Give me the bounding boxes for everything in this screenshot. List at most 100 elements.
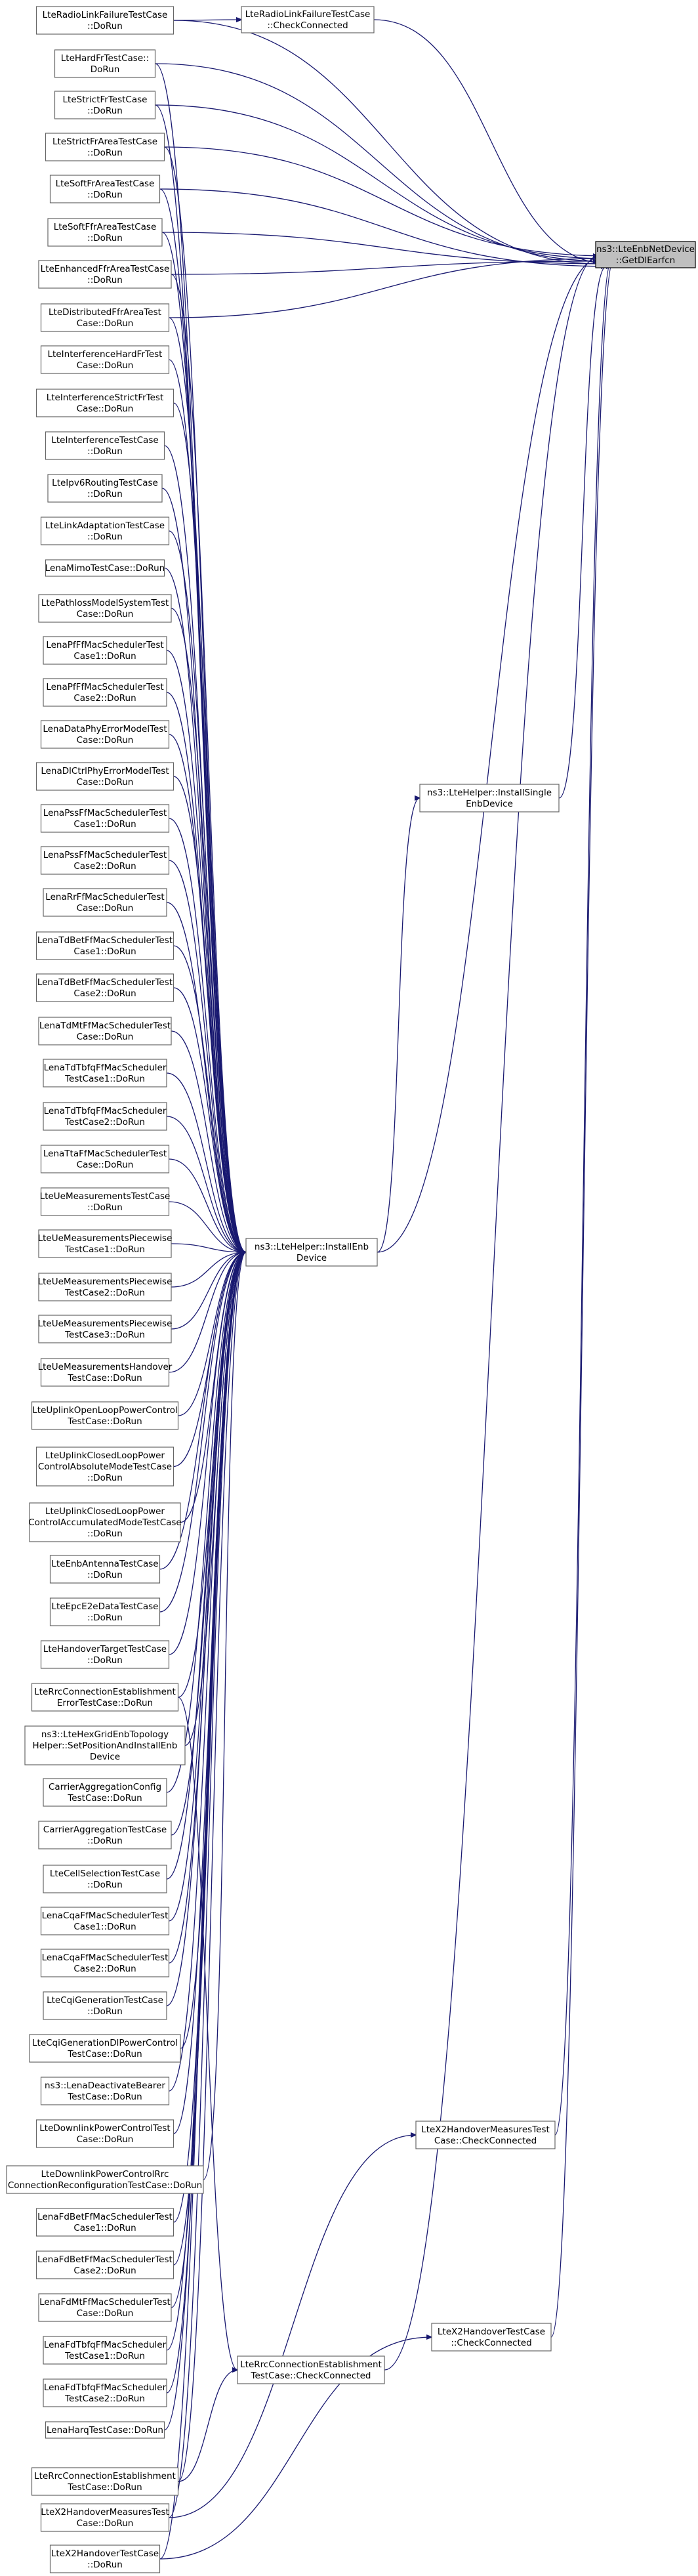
edge-c5-to-installEnb (161, 232, 246, 1252)
node-c34[interactable]: LteUplinkClosedLoopPowerControlAbsoluteM… (35, 1446, 174, 1487)
node-box (40, 846, 170, 875)
node-c30[interactable]: LteUeMeasurementsPiecewiseTestCase2::DoR… (38, 1273, 173, 1301)
node-box (35, 931, 174, 960)
node-c50[interactable]: LteDownlinkPowerControlRrcConnectionReco… (6, 2165, 204, 2194)
node-label-line: ::DoRun (87, 190, 123, 200)
edge-path (166, 1252, 246, 2394)
node-rrcCheck[interactable]: LteRrcConnectionEstablishmentTestCase::C… (237, 2355, 385, 2384)
node-label-line: LteHardFrTestCase:: (61, 53, 149, 64)
node-c12[interactable]: LteLinkAdaptationTestCase::DoRun (40, 517, 170, 545)
node-c1[interactable]: LteHardFrTestCase::DoRun (54, 49, 156, 78)
node-c40[interactable]: ns3::LteHexGridEnbTopologyHelper::SetPos… (24, 1725, 186, 1765)
node-label-line: LenaTdTbfqFfMacScheduler (44, 1106, 167, 1116)
node-c37[interactable]: LteEpcE2eDataTestCase::DoRun (49, 1597, 161, 1626)
node-c42[interactable]: CarrierAggregationTestCase::DoRun (38, 1821, 172, 1849)
node-c38[interactable]: LteHandoverTargetTestCase::DoRun (40, 1640, 170, 1669)
node-x2Check[interactable]: LteX2HandoverTestCase::CheckConnected (431, 2323, 552, 2352)
node-label-line: ::DoRun (87, 1202, 123, 1213)
node-c31[interactable]: LteUeMeasurementsPiecewiseTestCase3::DoR… (38, 1315, 173, 1343)
node-label-line: ::DoRun (87, 233, 123, 243)
node-box (237, 2355, 385, 2384)
node-c5[interactable]: LteSoftFfrAreaTestCase::DoRun (47, 218, 163, 247)
edge-path (377, 256, 604, 1253)
edge-path (203, 1252, 246, 2180)
node-label-line: Case::DoRun (77, 777, 134, 788)
node-c0[interactable]: LteRadioLinkFailureTestCase::DoRun (35, 6, 174, 35)
node-c13[interactable]: LenaMimoTestCase::DoRun (45, 559, 165, 577)
node-c57[interactable]: LteRrcConnectionEstablishmentTestCase::D… (31, 2467, 179, 2496)
node-c56[interactable]: LenaHarqTestCase::DoRun (45, 2421, 165, 2439)
node-c43[interactable]: LteCellSelectionTestCase::DoRun (43, 1865, 167, 1893)
node-c28[interactable]: LteUeMeasurementsTestCase::DoRun (40, 1187, 171, 1216)
node-c35[interactable]: LteUplinkClosedLoopPowerControlAccumulat… (28, 1502, 182, 1542)
node-root[interactable]: ns3::LteEnbNetDevice::GetDlEarfcn (595, 241, 696, 268)
edge-c2-to-root (155, 104, 607, 259)
node-label-line: ErrorTestCase::DoRun (57, 1698, 153, 1708)
node-c33[interactable]: LteUplinkOpenLoopPowerControlTestCase::D… (31, 1401, 179, 1430)
node-x2mCheck[interactable]: LteX2HandoverMeasuresTestCase::CheckConn… (415, 2121, 556, 2149)
node-label-line: Device (90, 1752, 120, 1762)
edge-path (166, 1116, 246, 1252)
node-c11[interactable]: LteIpv6RoutingTestCase::DoRun (47, 474, 163, 503)
edge-path (171, 1030, 246, 1252)
node-label-line: TestCase::DoRun (67, 2049, 142, 2059)
node-label-line: LteEpcE2eDataTestCase (52, 1601, 159, 1612)
node-c6[interactable]: LteEnhancedFfrAreaTestCase::DoRun (38, 260, 172, 289)
node-c47[interactable]: LteCqiGenerationDlPowerControlTestCase::… (29, 2034, 181, 2063)
node-label-line: TestCase3::DoRun (64, 1330, 145, 1340)
node-label-line: CarrierAggregationConfig (49, 1782, 161, 1792)
node-c59[interactable]: LteX2HandoverTestCase::DoRun (49, 2544, 161, 2573)
node-box (40, 1640, 170, 1669)
node-rlfCheck[interactable]: LteRadioLinkFailureTestCase::CheckConnec… (241, 6, 375, 33)
edge-path (169, 359, 247, 1252)
node-box (40, 517, 170, 545)
node-label-line: LenaRrFfMacSchedulerTest (45, 892, 164, 902)
node-c36[interactable]: LteEnbAntennaTestCase::DoRun (49, 1555, 161, 1584)
node-label-line: Case2::DoRun (73, 1964, 136, 1974)
node-c2[interactable]: LteStrictFrTestCase::DoRun (54, 91, 156, 119)
node-c3[interactable]: LteStrictFrAreaTestCase::DoRun (45, 133, 165, 161)
node-label-line: LteLinkAdaptationTestCase (45, 520, 165, 531)
edge-path (166, 1072, 246, 1252)
node-c46[interactable]: LteCqiGenerationTestCase::DoRun (43, 1991, 167, 2020)
node-c4[interactable]: LteSoftFrAreaTestCase::DoRun (49, 175, 161, 203)
node-box (419, 784, 560, 813)
node-c39[interactable]: LteRrcConnectionEstablishmentErrorTestCa… (31, 1683, 179, 1712)
edge-c31-to-installEnb (171, 1252, 246, 1330)
node-c29[interactable]: LteUeMeasurementsPiecewiseTestCase1::DoR… (38, 1229, 173, 1258)
node-c10[interactable]: LteInterferenceTestCase::DoRun (45, 431, 165, 460)
node-box (43, 1778, 167, 1807)
